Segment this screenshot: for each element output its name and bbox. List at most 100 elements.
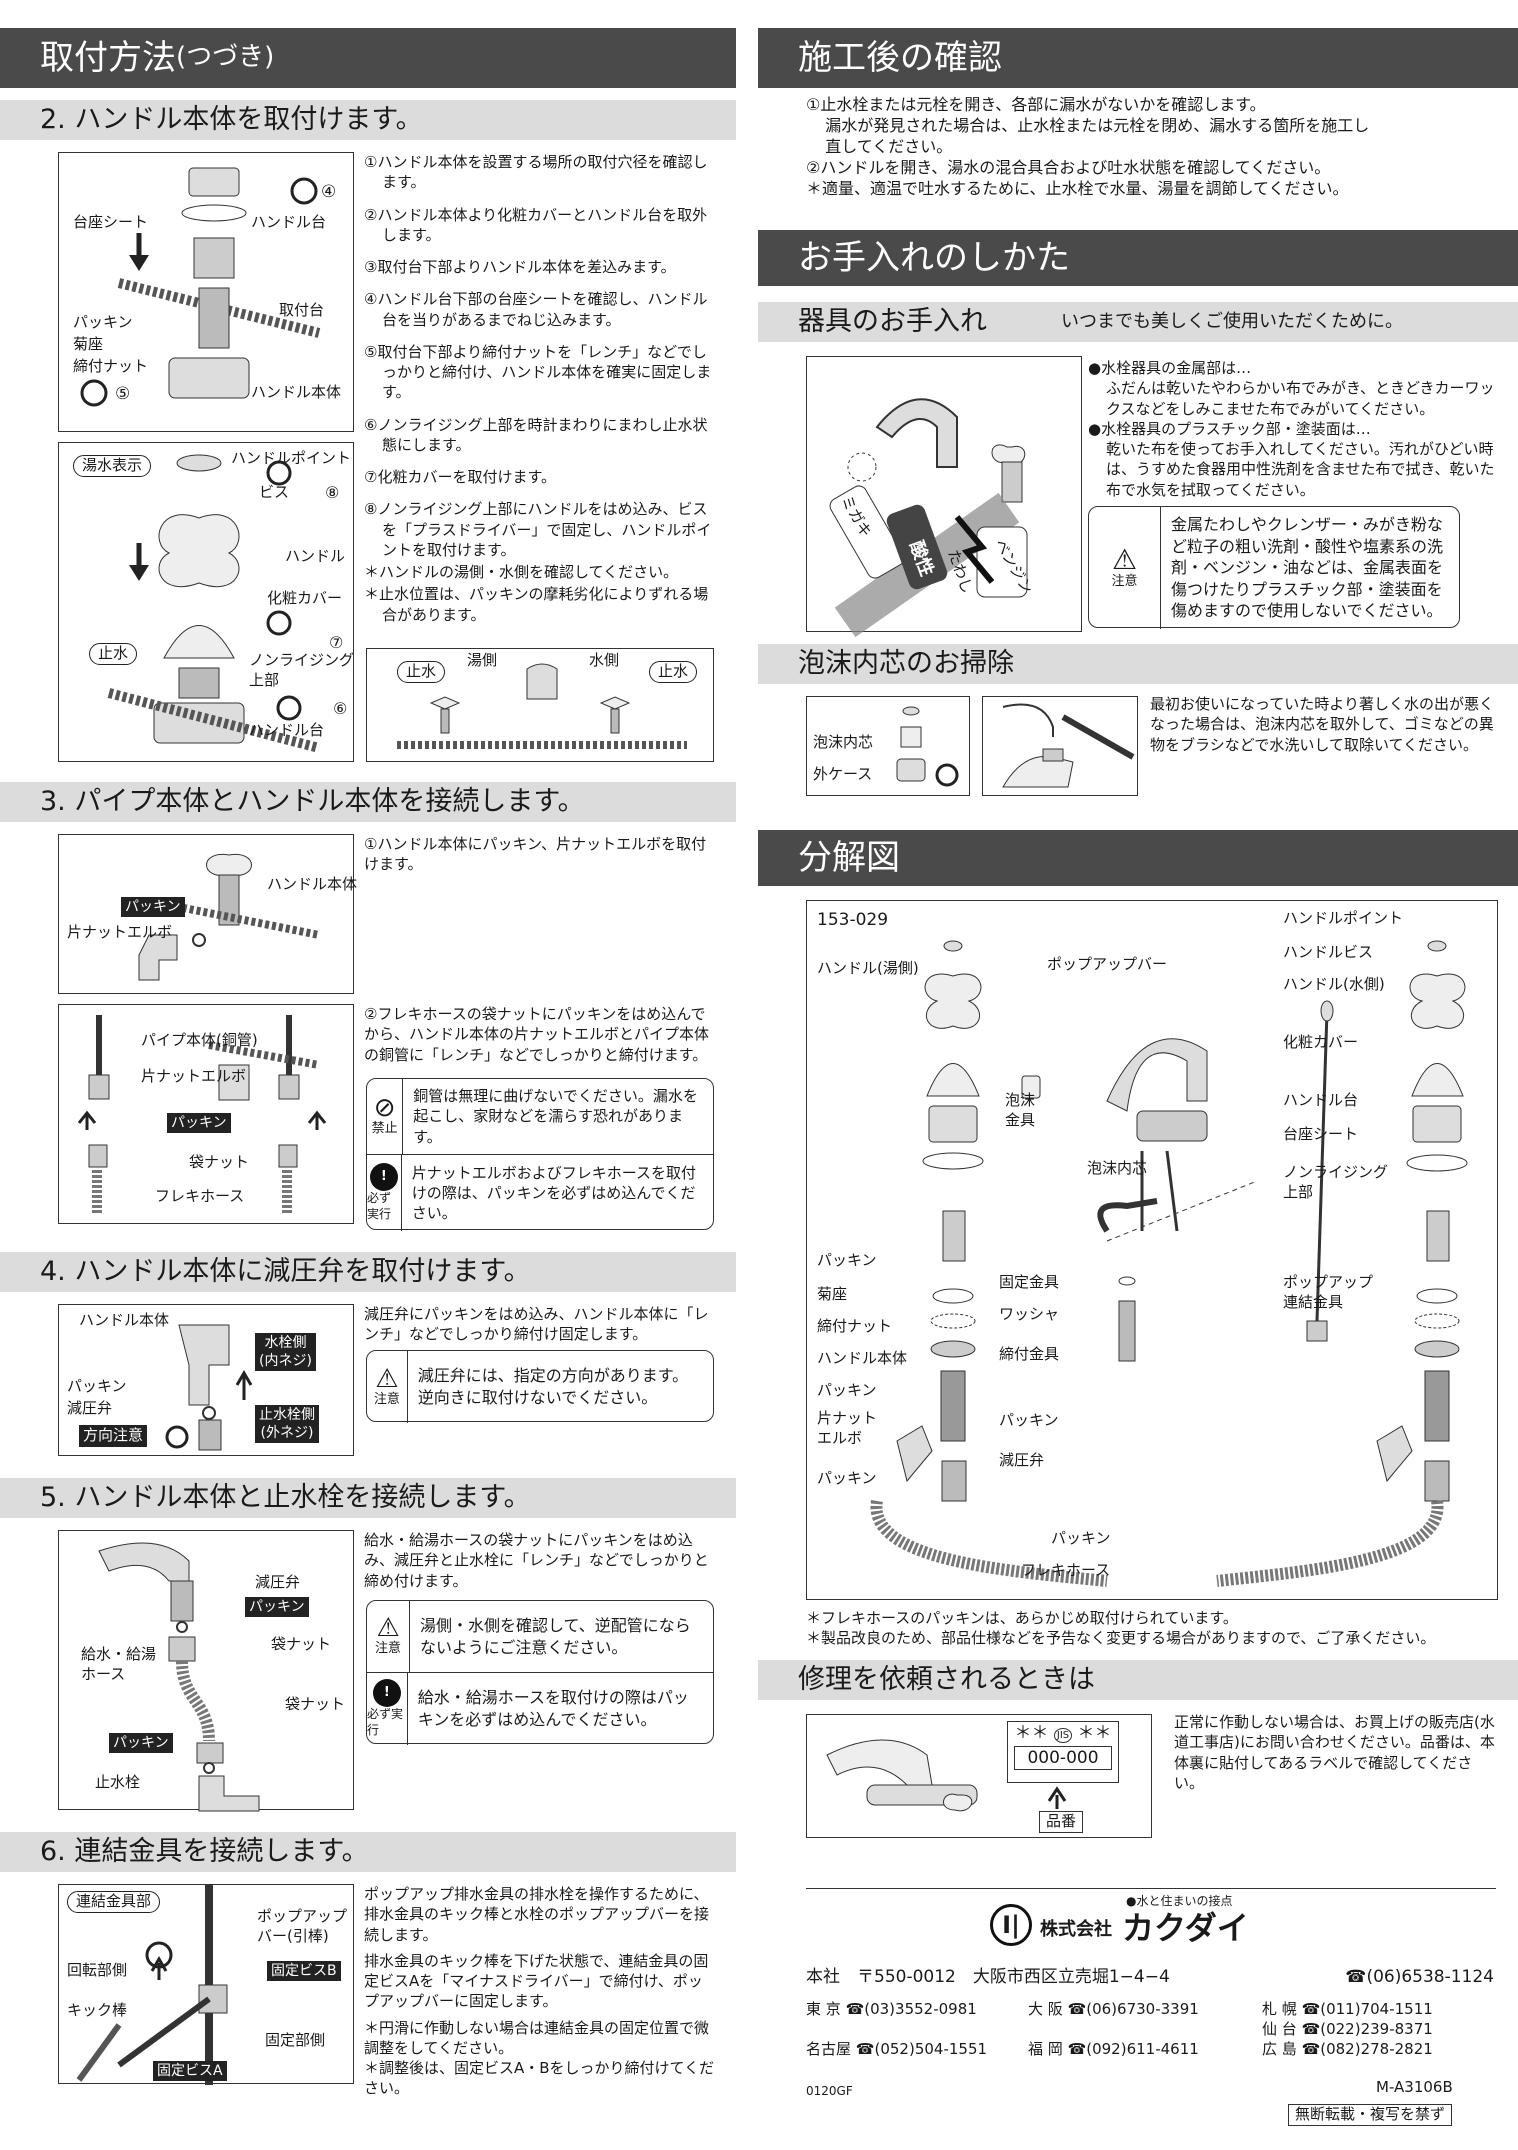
- ex-label-k2: 上部: [1283, 1182, 1314, 1201]
- s2-d3-label-2: 湯側: [467, 651, 498, 669]
- office-3-tel: ☎(011)704-1511: [1301, 2000, 1433, 2018]
- ex-label-n1: ポップアップ: [1283, 1273, 1374, 1291]
- ex-label-u: 片ナット エルボ: [817, 1409, 877, 1448]
- s2-step-2: ②ハンドル本体より化粧カバーとハンドル台を取外します。: [364, 205, 708, 244]
- exploded-model: 153-029: [817, 910, 889, 930]
- ex-label-u1: 片ナット: [817, 1409, 878, 1427]
- office-1-city: 東 京: [806, 2000, 841, 2018]
- s5-d-label-4: 給水・給湯 ホース: [81, 1645, 156, 1684]
- s5-c1-text: 湯側・水側を確認して、逆配管にならないようにご注意ください。: [420, 1615, 691, 1657]
- s6-diagram: 連結金具部 ポップアップ バー(引棒) 回転部側 固定ビスB キック棒 固定部側…: [58, 1884, 354, 2085]
- s5-d-label-7: 止水栓: [95, 1773, 141, 1791]
- s6-diagram-art: [76, 1885, 228, 2085]
- repair-code2: 000-000: [1014, 1746, 1112, 1771]
- s6-d-label-7: 固定ビスA: [153, 2061, 227, 2082]
- s4-d-label-2b: (内ネジ): [259, 1353, 312, 1370]
- office-6-city: 福 岡: [1028, 2040, 1063, 2058]
- care-header: お手入れのしかた: [758, 230, 1518, 286]
- s2-step-8: ⑧ノンライジング上部にハンドルをはめ込み、ビスを「プラスドライバー」で固定し、ハ…: [364, 500, 712, 559]
- s4-d-label-5a: 止水栓側: [259, 1407, 315, 1423]
- office-1-tel: ☎(03)3552-0981: [845, 2000, 977, 2018]
- aerator-diagram-2-art: [1002, 703, 1135, 788]
- office-2-tel: ☎(06)6730-3391: [1067, 2000, 1199, 2018]
- ex-label-v: パッキン: [999, 1411, 1059, 1429]
- care-sub1: 器具のお手入れ いつまでも美しくご使用いただくために。: [758, 302, 1518, 342]
- office-3-city: 札 幌: [1262, 2000, 1297, 2018]
- office-6: 福 岡 ☎(092)611-4611: [1028, 2040, 1199, 2060]
- s2-d1-label-2: ハンドル台: [251, 213, 327, 231]
- office-2-city: 大 阪: [1028, 2000, 1063, 2018]
- s2-note-1: ＊ハンドルの湯側・水側を確認してください。: [364, 563, 679, 581]
- s2-d1-label-3: 取付台: [279, 301, 325, 319]
- ex-label-d: ハンドルビス: [1283, 943, 1374, 961]
- repair-diagram-art: [826, 1739, 1067, 1812]
- s4-diagram: ハンドル本体 水栓側 (内ネジ) パッキン 減圧弁 止水栓側 (外ネジ) 方向注…: [58, 1304, 354, 1456]
- s4-d-label-4: 減圧弁: [67, 1399, 113, 1417]
- s2-d2-num-7: ⑦: [329, 633, 344, 652]
- care-sub2: 泡沫内芯のお掃除: [758, 644, 1518, 684]
- s5-d-label-4a: 給水・給湯: [81, 1645, 157, 1663]
- care-c-text: 金属たわしやクレンザー・みがき粉など粒子の粗い洗剤・酸性や塩素系の洗剤・ベンジン…: [1171, 515, 1444, 621]
- exploded-view-art: [870, 940, 1468, 1587]
- aerator-text: 最初お使いになっていた時より著しく水の出が悪くなった場合は、泡沫内芯を取外して、…: [1150, 695, 1494, 754]
- s5-d-label-2: パッキン: [245, 1597, 309, 1618]
- ex-label-y: パッキン: [1051, 1529, 1111, 1547]
- copyright-notice: 無断転載・複写を禁ず: [1288, 2104, 1453, 2126]
- ex-label-i: 台座シート: [1283, 1125, 1359, 1143]
- must-do-icon: ! 必ず実行: [367, 1155, 402, 1231]
- repair-label: 品番: [1039, 1811, 1084, 1833]
- s3-d2-label-3: パッキン: [167, 1113, 231, 1134]
- ex-label-g2: 金具: [1005, 1110, 1036, 1129]
- s5-d-label-5: 袋ナット: [285, 1695, 346, 1713]
- s3-diagram-2: パイプ本体(銅管) 片ナットエルボ パッキン 袋ナット フレキホース: [58, 1004, 354, 1224]
- aerator-label-1: 泡沫内芯: [813, 733, 874, 751]
- confirm-line-2: 漏水が発見された場合は、止水栓または元栓を閉め、漏水する箇所を施工し: [825, 116, 1370, 136]
- company-hq-address: 本社 〒550-0012 大阪市西区立売堀1−4−4: [806, 1967, 1170, 1987]
- s5-text: 給水・給湯ホースの袋ナットにパッキンをはめ込み、減圧弁と止水栓に「レンチ」などで…: [364, 1531, 709, 1590]
- s2-d2-num-6: ⑥: [333, 699, 348, 718]
- ex-label-w: 減圧弁: [999, 1451, 1045, 1469]
- prohibited-icon: ⊘ 禁止: [367, 1079, 404, 1154]
- office-7-tel: ☎(082)278-2821: [1301, 2040, 1433, 2058]
- s2-d2-label-5: 化粧カバー: [267, 589, 343, 607]
- s3-step-2: ②フレキホースの袋ナットにパッキンをはめ込んでから、ハンドル本体の片ナットエルボ…: [364, 1005, 710, 1064]
- s2-diagram-3-art: [397, 663, 687, 749]
- s2-diagram-1-art: [80, 167, 321, 407]
- right-header: 施工後の確認: [758, 28, 1518, 88]
- care-text-2: ふだんは乾いたやわらかい布でみがき、ときどきカーワックスなどをしみこませた布でみ…: [1106, 379, 1495, 418]
- care-text-4: 乾いた布を使ってお手入れしてください。汚れがひどい時は、うすめた食器用中性洗剤を…: [1106, 440, 1495, 499]
- left-header-sub: (つづき): [176, 42, 275, 73]
- s2-d3-label-1: 止水: [397, 661, 446, 683]
- confirm-line-3: 直してください。: [825, 137, 953, 157]
- s2-d2-num-8: ⑧: [325, 483, 340, 502]
- repair-code1b: ＊＊: [1077, 1723, 1112, 1743]
- s2-step-7: ⑦化粧カバーを取付けます。: [364, 468, 556, 486]
- s2-diagram-2: 湯水表示 ハンドルポイント ビス ⑧ ハンドル 化粧カバー ⑦ 止水 ノンライジ…: [58, 442, 354, 762]
- ex-label-x: パッキン: [817, 1469, 877, 1487]
- s2-d2-label-3: ビス: [259, 483, 290, 501]
- s5-diagram: 減圧弁 パッキン 袋ナット 給水・給湯 ホース 袋ナット パッキン 止水栓: [58, 1530, 354, 1812]
- s3-c1-text: 銅管は無理に曲げないでください。漏水を起こし、家財などを濡らす恐れがあります。: [413, 1087, 698, 1146]
- s6-d-label-2b: バー(引棒): [257, 1926, 329, 1945]
- exploded-note-2: ＊製品改良のため、部品仕様などを予告なく変更する場合がありますので、ご了承くださ…: [806, 1629, 1436, 1648]
- exploded-notes: ＊フレキホースのパッキンは、あらかじめ取付けられています。 ＊製品改良のため、部…: [806, 1608, 1506, 1649]
- s4-text: 減圧弁にパッキンをはめ込み、ハンドル本体に「レンチ」などでしっかり締付け固定しま…: [364, 1305, 709, 1344]
- s6-d-label-3: 回転部側: [67, 1961, 128, 1979]
- ex-label-h: ハンドル台: [1283, 1091, 1359, 1109]
- office-7-city: 広 島: [1262, 2040, 1297, 2058]
- s4-caution-box: ⚠ 注意 減圧弁には、指定の方向があります。逆向きに取付けないでください。: [366, 1350, 714, 1423]
- s6-d-label-2: ポップアップ バー(引棒): [257, 1907, 347, 1946]
- ex-label-r: 締付金具: [999, 1345, 1060, 1363]
- aerator-diagram-2: [982, 696, 1138, 796]
- s4-d-label-5: 止水栓側 (外ネジ): [255, 1405, 319, 1444]
- office-5: 名古屋 ☎(052)504-1551: [806, 2040, 987, 2060]
- s4-d-label-3: パッキン: [67, 1377, 127, 1395]
- confirm-text: ①止水栓または元栓を開き、各部に漏水がないかを確認します。 漏水が発見された場合…: [806, 94, 1496, 200]
- office-3: 札 幌 ☎(011)704-1511: [1262, 2000, 1433, 2020]
- care-text: ●水栓器具の金属部は… ふだんは乾いたやわらかい布でみがき、ときどきカーワックス…: [1088, 358, 1498, 500]
- s3-d2-label-4: 袋ナット: [189, 1153, 250, 1171]
- repair-text: 正常に作動しない場合は、お買上げの販売店(水道工事店)にお問い合わせください。品…: [1174, 1713, 1495, 1792]
- office-4-tel: ☎(022)239-8371: [1301, 2020, 1433, 2038]
- s6-text: ポップアップ排水金具の排水栓を操作するために、排水金具のキック棒と水栓のポップア…: [364, 1884, 716, 2105]
- s2-d1-label-6: 締付ナット: [73, 357, 149, 375]
